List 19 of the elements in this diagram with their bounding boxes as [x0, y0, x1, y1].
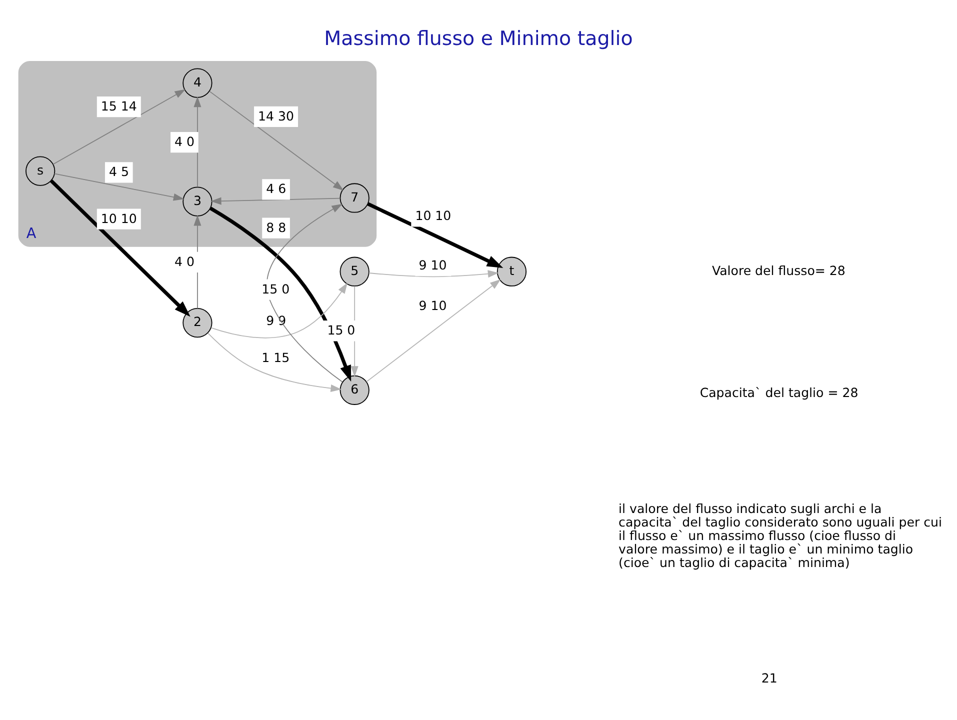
- edge-label: 14 30: [258, 108, 294, 123]
- edge-label: 15 0: [262, 280, 290, 296]
- label: Valore del flusso= 28: [712, 262, 846, 278]
- edge-label: 10 10: [415, 208, 452, 223]
- edge-label: 9 10: [418, 297, 447, 312]
- edge-label: 15 0: [327, 322, 356, 338]
- edge-label: 10 10: [100, 210, 137, 226]
- edge-label: 1 15: [262, 350, 290, 365]
- edge-label: 15 14: [100, 98, 137, 114]
- edge-label: 4 5: [109, 164, 130, 179]
- label: il valore del flusso indicato sugli archi e la capacita` del taglio considerato sono uguali per cui il flusso e` un massimo flusso (cioe flusso di valore massimo) e il taglio e` un minimo taglio (cioe` un taglio di capacita` minima): [618, 500, 942, 570]
- diagram-title: Massimo flusso e Minimo taglio: [324, 26, 633, 50]
- edge-label: 4 6: [266, 180, 286, 196]
- label: 21: [761, 670, 778, 686]
- edge-label: 4 0: [174, 253, 195, 268]
- label: Capacita` del taglio = 28: [700, 384, 858, 400]
- edge-label: 4 0: [174, 134, 195, 149]
- edge-label: 8 8: [266, 219, 286, 234]
- edge-label: 9 10: [418, 257, 447, 272]
